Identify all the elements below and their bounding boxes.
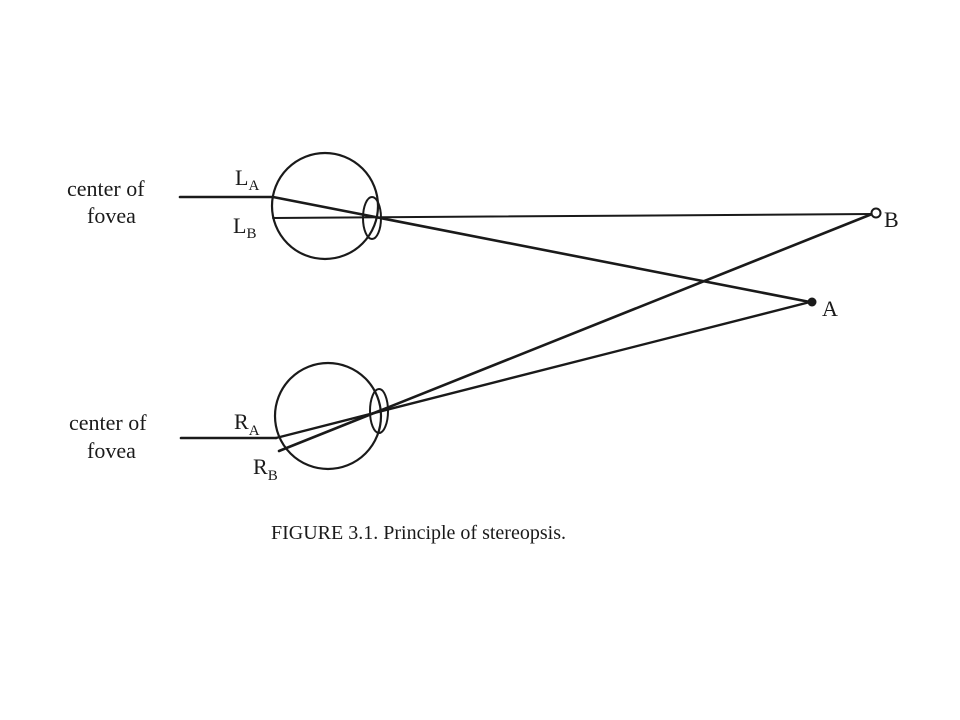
label-lb-base: L: [233, 213, 246, 238]
label-lb: LB: [233, 213, 256, 242]
right-fovea-label-line1: center of: [69, 410, 147, 435]
label-ra-sub: A: [249, 423, 260, 439]
left-fovea-label-line1: center of: [67, 176, 145, 201]
label-object-b: B: [884, 207, 899, 232]
ray-left-b: [272, 213, 873, 219]
label-rb-sub: B: [268, 468, 278, 484]
left-eye: [270, 151, 382, 261]
right-eye: [273, 361, 389, 471]
right-eye-lens: [369, 388, 389, 434]
right-fovea-label-line2: fovea: [87, 438, 136, 463]
label-ra-base: R: [234, 409, 249, 434]
figure-caption: FIGURE 3.1. Principle of stereopsis.: [271, 522, 566, 544]
label-rb-base: R: [253, 454, 268, 479]
ray-right-b: [277, 212, 874, 453]
label-ra: RA: [234, 409, 260, 439]
left-fovea-label-line2: fovea: [87, 203, 136, 228]
label-rb: RB: [253, 454, 278, 484]
label-la-sub: A: [248, 178, 259, 194]
point-a-marker: [807, 297, 817, 307]
ray-left-a: [271, 195, 812, 304]
label-la: LA: [235, 165, 259, 194]
point-b-marker: [870, 207, 882, 219]
label-lb-sub: B: [246, 226, 256, 242]
label-la-base: L: [235, 165, 248, 190]
left-eyeball: [270, 151, 380, 261]
right-eyeball: [273, 361, 383, 471]
label-object-a: A: [822, 296, 838, 321]
